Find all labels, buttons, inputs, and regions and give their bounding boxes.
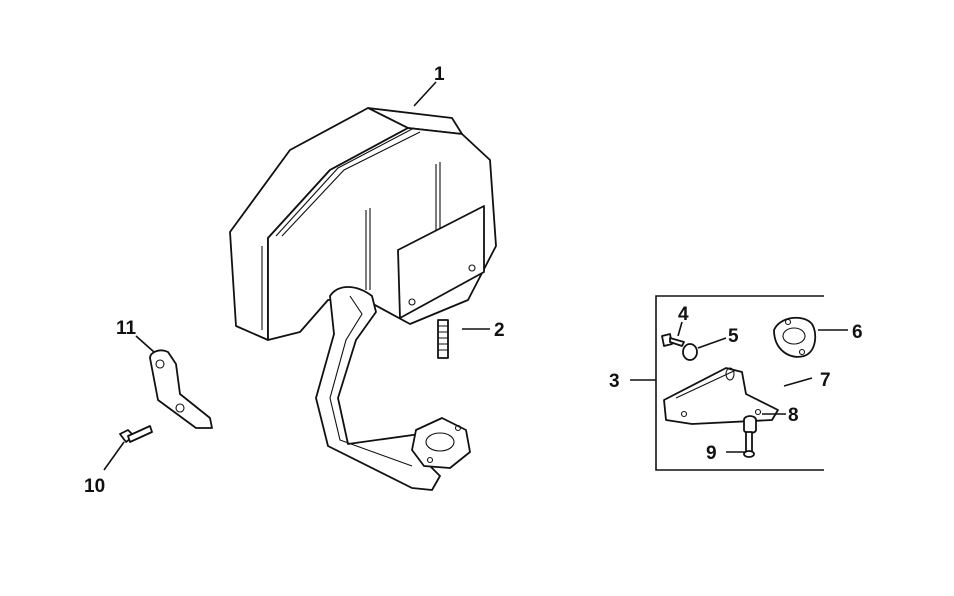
callout-3: 3	[609, 371, 620, 392]
stud	[437, 319, 449, 359]
screw	[661, 333, 685, 347]
callout-5: 5	[728, 326, 739, 347]
callout-6: 6	[852, 322, 863, 343]
kit-inset-frame	[655, 295, 824, 471]
callout-1: 1	[434, 64, 445, 85]
callout-10: 10	[84, 476, 105, 497]
muffler-bracket	[149, 349, 213, 429]
callout-9: 9	[706, 443, 717, 464]
gasket	[773, 316, 817, 358]
callout-4: 4	[678, 304, 689, 325]
mounting-bracket	[663, 367, 779, 425]
callout-labels: 1 2 3 4 5 6 7 8 9 10 11	[84, 64, 863, 497]
leader-lines	[103, 81, 848, 471]
callout-11: 11	[116, 318, 137, 339]
muffler-body	[229, 107, 497, 341]
callout-7: 7	[820, 370, 831, 391]
washer	[682, 343, 698, 361]
long-bolt	[743, 431, 755, 458]
callout-8: 8	[788, 405, 799, 426]
bolt	[119, 425, 153, 443]
spacer	[743, 415, 757, 434]
callout-2: 2	[494, 320, 505, 341]
exhaust-pipe	[315, 286, 471, 491]
